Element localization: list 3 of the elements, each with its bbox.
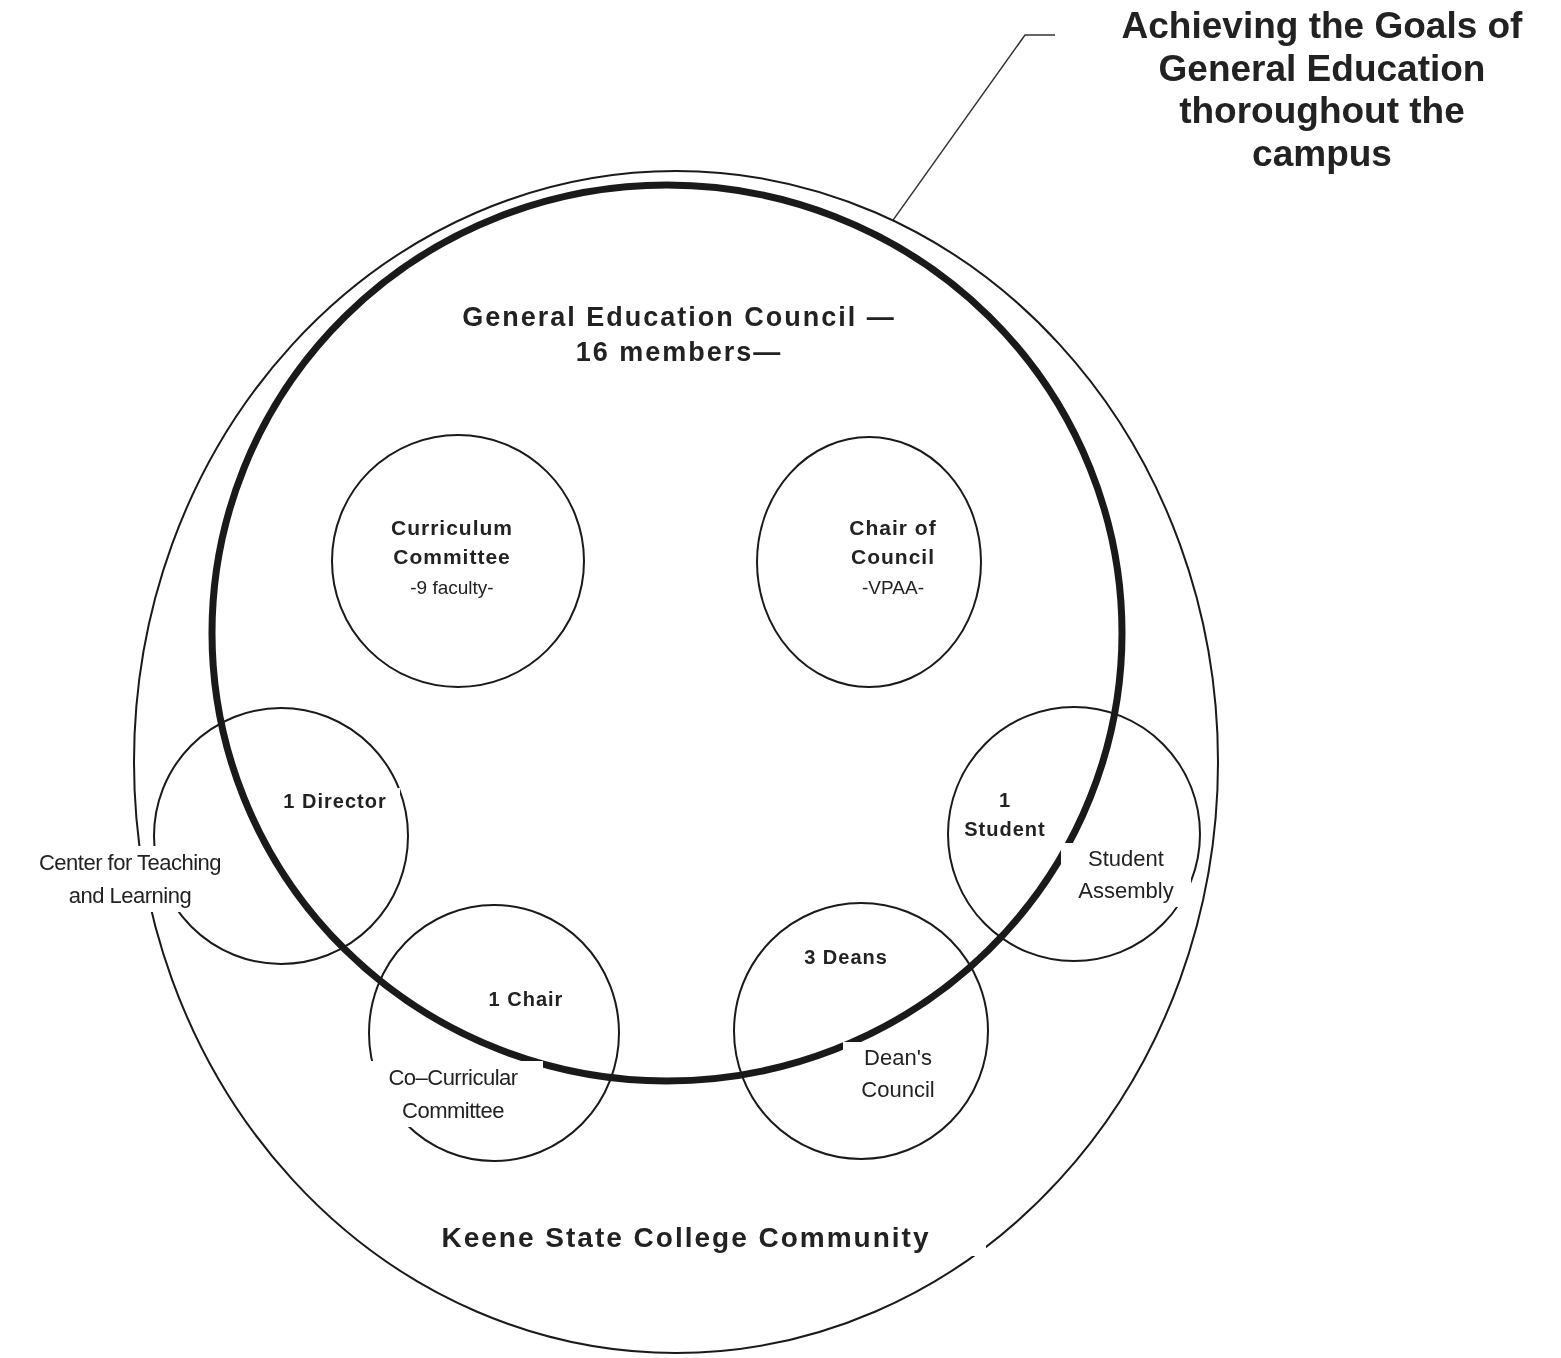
leader-line bbox=[892, 34, 1056, 222]
group-label: Student Assembly bbox=[1061, 843, 1191, 907]
title-text: Achieving the Goals of General Education thoroughout the campus bbox=[1120, 5, 1524, 176]
